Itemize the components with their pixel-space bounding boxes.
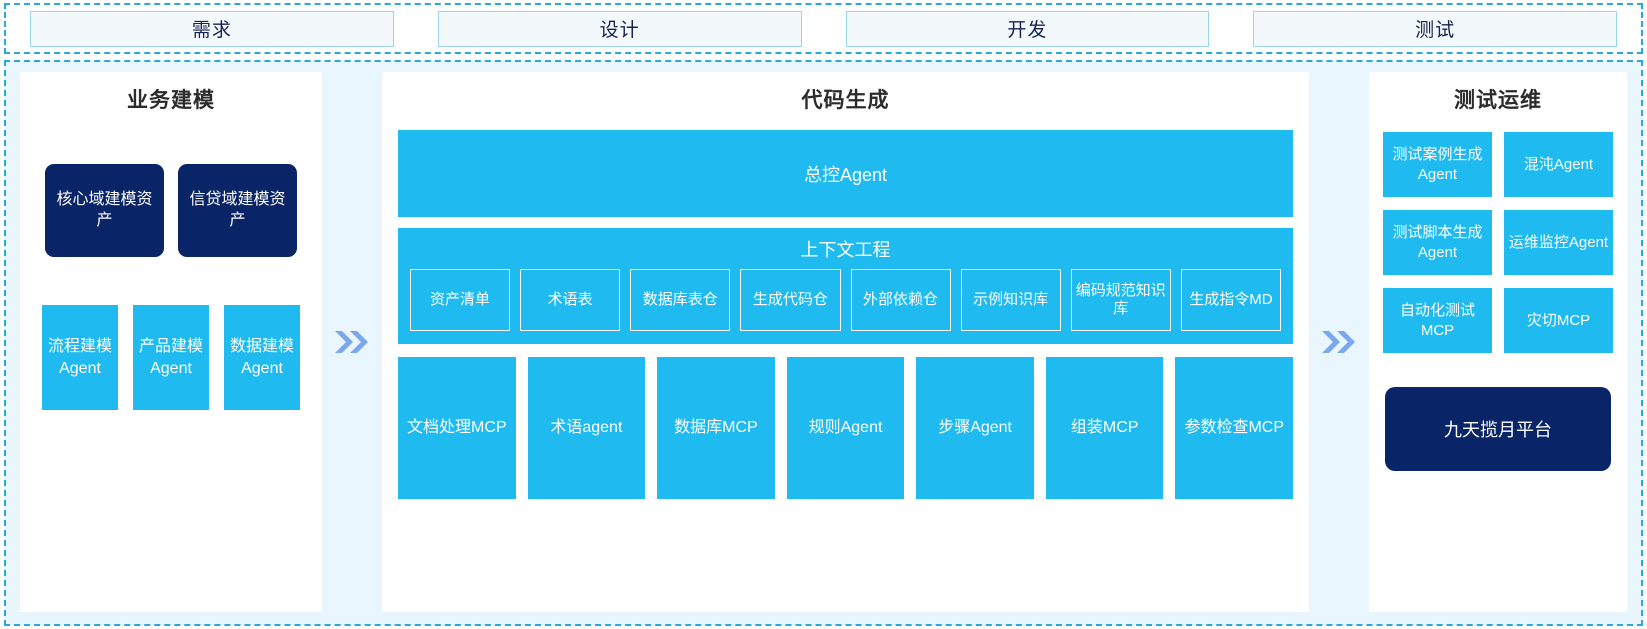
context-engineering-title: 上下文工程 [800,240,891,260]
ops-label: 测试脚本生成Agent [1392,224,1483,261]
flow-chevron-right [1309,72,1369,612]
tool-label: 参数检查MCP [1184,418,1285,436]
phase-tab-design[interactable]: 设计 [437,10,802,47]
tool-label: 术语agent [550,418,623,436]
context-chip-label: 生成代码仓 [752,290,828,308]
modeling-agent-row: 流程建模Agent 产品建模Agent 数据建模Agent [32,305,310,410]
asset-label: 核心域建模资产 [56,191,153,229]
tool-rule-agent[interactable]: 规则Agent [786,357,905,499]
tool-database-mcp[interactable]: 数据库MCP [657,357,775,499]
context-chip-generation-instruction-md[interactable]: 生成指令MD [1180,269,1281,331]
flow-chevron-left [322,72,382,612]
context-chip-example-knowledge-base[interactable]: 示例知识库 [960,269,1061,331]
platform-jiutian-lanyue[interactable]: 九天揽月平台 [1385,387,1611,471]
double-chevron-right-icon [333,327,371,357]
tool-glossary-agent[interactable]: 术语agent [527,357,646,499]
context-chip-external-dependency-repo[interactable]: 外部依赖仓 [850,269,951,331]
context-chip-asset-inventory[interactable]: 资产清单 [410,269,511,331]
phase-label: 需求 [191,20,232,41]
asset-credit-domain[interactable]: 信贷域建模资产 [178,164,297,257]
ops-label: 灾切MCP [1526,311,1591,329]
double-chevron-right-icon [1320,327,1358,357]
tool-label: 组装MCP [1070,418,1139,436]
tool-assembly-mcp[interactable]: 组装MCP [1045,357,1164,499]
context-chip-row: 资产清单 术语表 数据库表仓 生成代码仓 外部依赖仓 示例知 [410,269,1281,331]
master-agent-banner[interactable]: 总控Agent [398,130,1293,217]
context-chip-db-table-repo[interactable]: 数据库表仓 [630,269,731,331]
agent-label: 流程建模Agent [47,338,112,377]
context-chip-label: 生成指令MD [1189,290,1273,308]
agent-product-modeling[interactable]: 产品建模Agent [133,305,209,410]
ops-disaster-switch-mcp[interactable]: 灾切MCP [1504,288,1613,353]
ops-label: 测试案例生成Agent [1392,146,1483,183]
tool-label: 规则Agent [808,418,883,436]
panel-title: 代码生成 [801,89,890,112]
ops-test-script-generation-agent[interactable]: 测试脚本生成Agent [1383,210,1492,275]
tool-step-agent[interactable]: 步骤Agent [916,357,1034,499]
platform-label: 九天揽月平台 [1444,420,1552,440]
context-chip-glossary[interactable]: 术语表 [520,269,621,331]
ops-chaos-agent[interactable]: 混沌Agent [1504,132,1613,197]
context-chip-label: 术语表 [547,290,593,308]
architecture-shell: 业务建模 核心域建模资产 信贷域建模资产 流程建模Agent 产品建模Agent… [4,60,1643,626]
phase-label: 测试 [1415,20,1456,41]
context-chip-label: 编码规范知识库 [1075,281,1166,317]
asset-row: 核心域建模资产 信贷域建模资产 [32,164,310,257]
tool-document-processing-mcp[interactable]: 文档处理MCP [398,357,516,499]
context-chip-generated-code-repo[interactable]: 生成代码仓 [740,269,841,331]
phase-strip: 需求 设计 开发 测试 [4,3,1643,54]
context-chip-coding-standard-knowledge-base[interactable]: 编码规范知识库 [1070,269,1171,331]
panel-test-operations: 测试运维 测试案例生成Agent 混沌Agent 测试脚本生成Agent 运维监… [1369,72,1627,612]
panel-business-modeling: 业务建模 核心域建模资产 信贷域建模资产 流程建模Agent 产品建模Agent… [20,72,322,612]
panel-title: 测试运维 [1454,89,1542,112]
phase-tab-development[interactable]: 开发 [845,10,1210,47]
agent-label: 数据建模Agent [229,338,294,377]
ops-automated-test-mcp[interactable]: 自动化测试MCP [1383,288,1492,353]
ops-label: 混沌Agent [1523,155,1594,173]
ops-test-case-generation-agent[interactable]: 测试案例生成Agent [1383,132,1492,197]
asset-core-domain[interactable]: 核心域建模资产 [45,164,164,257]
context-chip-label: 示例知识库 [973,290,1049,308]
ops-monitoring-agent[interactable]: 运维监控Agent [1504,210,1613,275]
tool-label: 数据库MCP [674,418,758,436]
panel-code-generation: 代码生成 总控Agent 上下文工程 资产清单 术语表 数据库表仓 [382,72,1309,612]
phase-label: 设计 [599,20,640,41]
tool-label: 步骤Agent [938,418,1013,436]
phase-tab-requirements[interactable]: 需求 [30,10,394,47]
ops-label: 运维监控Agent [1508,233,1609,251]
context-chip-label: 数据库表仓 [642,290,718,308]
agent-data-modeling[interactable]: 数据建模Agent [224,305,300,410]
agent-process-modeling[interactable]: 流程建模Agent [42,305,118,410]
ops-label: 自动化测试MCP [1399,302,1475,339]
master-agent-label: 总控Agent [803,164,888,185]
phase-tab-testing[interactable]: 测试 [1253,10,1617,47]
agent-label: 产品建模Agent [138,338,203,377]
tool-row: 文档处理MCP 术语agent 数据库MCP 规则Agent 步骤Agent 组… [398,357,1294,499]
asset-label: 信贷域建模资产 [189,191,286,229]
tool-parameter-check-mcp[interactable]: 参数检查MCP [1175,357,1294,499]
context-engineering-block: 上下文工程 资产清单 术语表 数据库表仓 生成代码仓 外部依赖仓 [398,228,1293,344]
panel-title: 业务建模 [127,89,215,112]
context-chip-label: 外部依赖仓 [863,290,939,308]
phase-label: 开发 [1007,20,1048,41]
context-chip-label: 资产清单 [430,290,491,308]
tool-label: 文档处理MCP [407,418,507,436]
ops-grid: 测试案例生成Agent 混沌Agent 测试脚本生成Agent 运维监控Agen… [1383,132,1613,353]
